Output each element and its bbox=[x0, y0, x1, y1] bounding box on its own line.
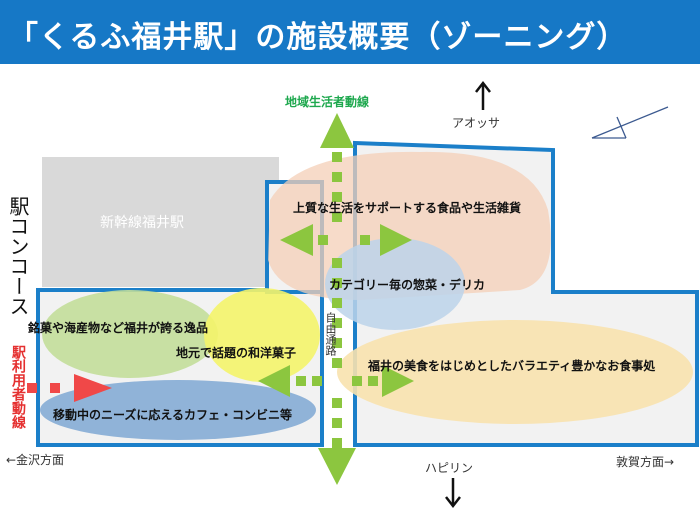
local-flow-arrow bbox=[258, 113, 414, 485]
zone-souvenirs bbox=[42, 290, 218, 378]
north-arrow-icon bbox=[475, 80, 491, 110]
zone-daily-goods-label: 上質な生活をサポートする食品や生活雑貨 bbox=[293, 201, 522, 215]
zone-dining-label: 福井の美食をはじめとしたバラエティ豊かなお食事処 bbox=[368, 359, 656, 373]
zone-deli-label: カテゴリー毎の惣菜・デリカ bbox=[329, 278, 486, 292]
shinkansen-block bbox=[42, 157, 279, 287]
zone-sweets-label: 地元で話題の和洋菓子 bbox=[176, 346, 297, 360]
zone-souvenirs-label: 銘菓や海産物など福井が誇る逸品 bbox=[28, 321, 209, 335]
west-label: ←金沢方面 bbox=[6, 453, 65, 467]
compass-icon bbox=[591, 106, 669, 139]
south-arrow-icon bbox=[445, 478, 461, 509]
station-flow-arrow bbox=[27, 374, 112, 402]
zone-deli bbox=[325, 238, 465, 330]
zone-dining bbox=[337, 320, 693, 424]
south-label: ハピリン bbox=[425, 461, 474, 475]
zone-cafe bbox=[40, 380, 316, 440]
header-band: 「くるふ福井駅」の施設概要（ゾーニング） bbox=[0, 0, 700, 64]
page-title: 「くるふ福井駅」の施設概要（ゾーニング） bbox=[8, 20, 628, 55]
east-label: 敦賀方面→ bbox=[616, 455, 675, 469]
shinkansen-label: 新幹線福井駅 bbox=[100, 215, 184, 231]
local-flow-label: 地域生活者動線 bbox=[285, 95, 370, 109]
zone-cafe-label: 移動中のニーズに応えるカフェ・コンビニ等 bbox=[53, 408, 293, 422]
free-passage-label: 自由通路 bbox=[324, 312, 337, 356]
north-label: アオッサ bbox=[452, 116, 501, 130]
zone-sweets bbox=[204, 288, 320, 382]
concourse-label: 駅コンコース bbox=[6, 196, 30, 316]
station-flow-label: 駅利用者動線 bbox=[10, 345, 26, 429]
